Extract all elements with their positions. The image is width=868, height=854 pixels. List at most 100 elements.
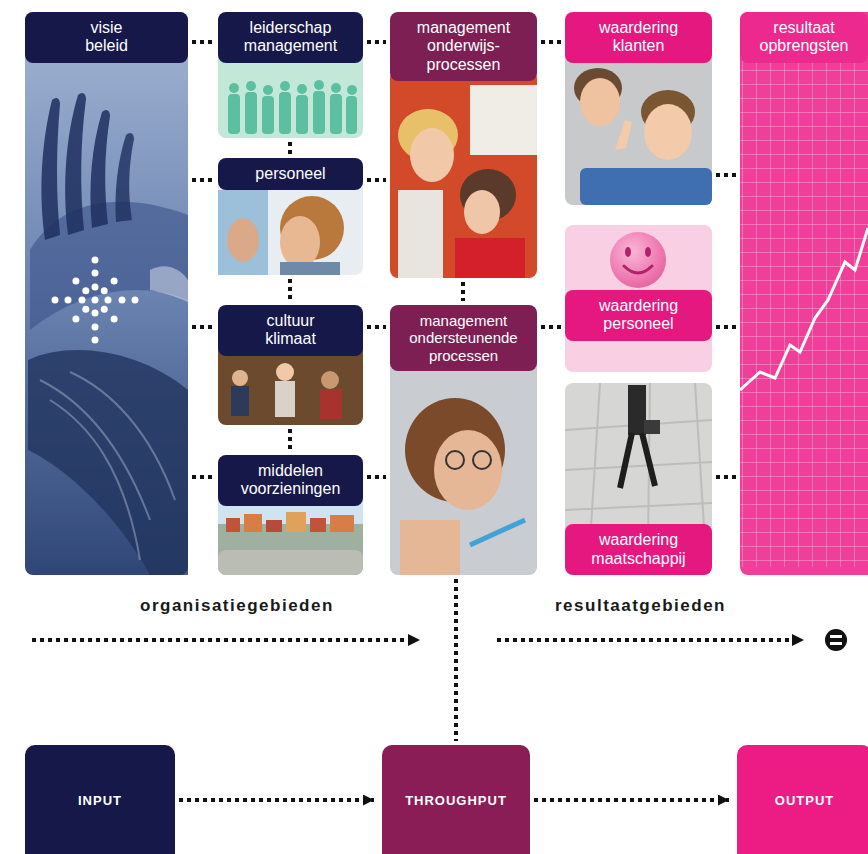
area-card: cultuur klimaat [218, 305, 363, 425]
area-arrow-line [32, 638, 406, 642]
star-dot [72, 277, 79, 284]
area-label: organisatiegebieden [140, 596, 334, 616]
star-dot [111, 316, 118, 323]
area-card: management ondersteunende processen [390, 305, 537, 575]
star-dot [79, 297, 86, 304]
dotted-connector [716, 173, 736, 177]
eagle-panel [25, 12, 188, 575]
area-title: waardering klanten [584, 19, 694, 56]
dotted-connector [367, 40, 386, 44]
area-title: waardering maatschappij [581, 531, 696, 568]
person-body [279, 92, 291, 134]
area-title: management ondersteunende processen [401, 312, 526, 364]
dotted-connector [179, 798, 374, 802]
flow-box: OUTPUT [737, 745, 868, 854]
face [321, 371, 339, 389]
clothing [280, 262, 340, 275]
dotted-connector [288, 142, 292, 154]
area-title: resultaat opbrengsten [749, 19, 859, 56]
star-dot [105, 297, 112, 304]
result-grid [740, 55, 868, 567]
paving [565, 383, 712, 543]
star-dot [92, 310, 99, 317]
eagle-streak [50, 400, 140, 560]
area-card: waardering personeel [565, 225, 712, 372]
person-head [246, 81, 256, 91]
face [227, 218, 259, 262]
star-dot [92, 270, 99, 277]
header-band: personeel [218, 158, 363, 190]
walker-legs [620, 433, 655, 488]
glasses [473, 451, 491, 469]
area-title: waardering personeel [584, 297, 694, 334]
smiley-eye [645, 247, 651, 257]
smiley [610, 232, 666, 288]
smiley-panel [565, 225, 712, 372]
star-dot [101, 287, 108, 294]
star-dot [92, 257, 99, 264]
dotted-connector [461, 282, 465, 301]
header-band: visie beleid [25, 12, 188, 63]
face [580, 78, 620, 126]
flow-box: THROUGHPUT [382, 745, 530, 854]
flow-box: INPUT [25, 745, 175, 854]
clothing [275, 381, 295, 417]
area-arrow-head [408, 634, 420, 646]
star-dot [92, 284, 99, 291]
dotted-connector [716, 475, 736, 479]
building [330, 515, 354, 532]
building [226, 518, 240, 532]
star-dot [82, 306, 89, 313]
header-band: management onderwijs- processen [390, 12, 537, 81]
eagle-streak [70, 372, 175, 500]
person-head [331, 83, 341, 93]
clothing [320, 389, 342, 419]
pen [470, 520, 525, 545]
rising-graph [740, 228, 868, 390]
dot-star [52, 257, 139, 344]
header-band: waardering maatschappij [565, 524, 712, 575]
dotted-connector [716, 325, 736, 329]
face [434, 430, 502, 510]
face [464, 190, 500, 234]
person-body [346, 96, 357, 134]
eagle-wing [28, 350, 188, 575]
area-card: waardering maatschappij [565, 383, 712, 575]
connector-group [179, 42, 736, 800]
clothing [580, 168, 712, 205]
person-body [330, 94, 342, 134]
eagle-feather [41, 98, 60, 240]
header-band: waardering personeel [565, 290, 712, 341]
building [266, 520, 282, 532]
dotted-connector [367, 475, 386, 479]
eagle-streak [40, 380, 150, 520]
dotted-connector [288, 429, 292, 451]
person-head [280, 81, 290, 91]
area-title: visie beleid [72, 19, 142, 56]
area-label: resultaatgebieden [555, 596, 726, 616]
star-dot [52, 297, 59, 304]
society-photo [565, 383, 712, 543]
star-dot [101, 306, 108, 313]
eagle-head [150, 266, 188, 302]
clothing [231, 386, 249, 416]
dotted-connector [192, 475, 214, 479]
area-arrow-head [792, 634, 804, 646]
equals-bar [830, 642, 842, 645]
dotted-connector [192, 178, 214, 182]
dotted-connector [367, 325, 386, 329]
person-head [229, 83, 239, 93]
briefcase [644, 420, 660, 434]
area-card: management onderwijs- processen [390, 12, 537, 278]
area-title: personeel [236, 165, 346, 183]
dotted-connector [192, 325, 214, 329]
face [644, 104, 692, 160]
area-arrow-line [497, 638, 790, 642]
building [286, 512, 306, 532]
star-dot [111, 277, 118, 284]
person-head [297, 84, 307, 94]
support-photo [390, 355, 537, 575]
